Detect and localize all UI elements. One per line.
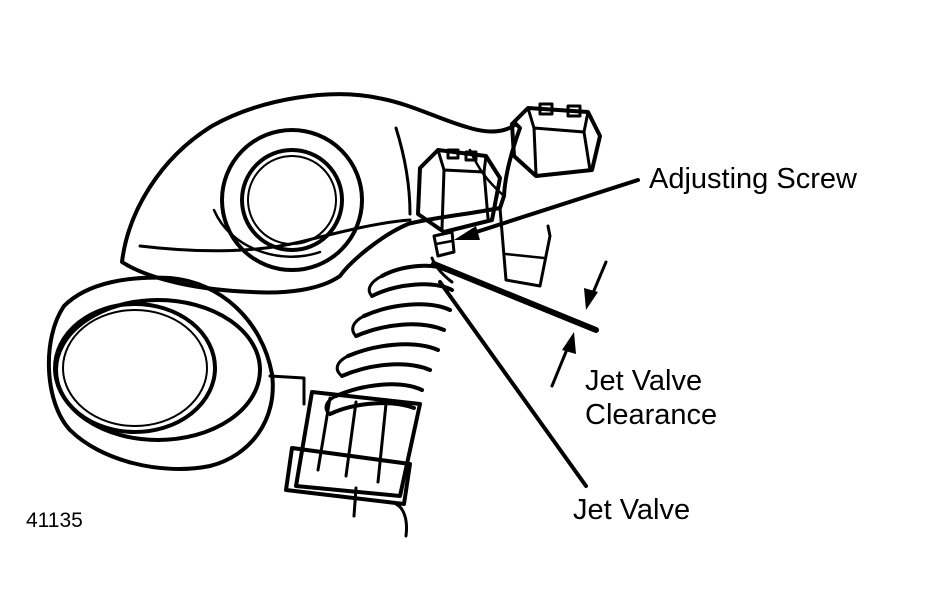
jet-valve-label: Jet Valve <box>573 494 690 526</box>
clearance-dimension <box>550 260 608 388</box>
main-adjusting-nut <box>498 102 602 288</box>
camshaft <box>47 275 306 471</box>
jet-valve-tip <box>430 256 599 333</box>
adjusting-screw-leader <box>454 178 640 240</box>
jet-valve-clearance-label-line1: Jet Valve <box>585 365 702 397</box>
adjusting-screw-label: Adjusting Screw <box>649 163 858 195</box>
valve-spring <box>324 263 454 416</box>
figure-number: 41135 <box>26 509 83 532</box>
rocker-shaft <box>220 128 364 272</box>
valve-guide <box>284 390 422 538</box>
adjusting-screw <box>416 148 502 258</box>
jet-valve-leader <box>438 280 588 488</box>
jet-valve-clearance-label-line2: Clearance <box>585 399 717 431</box>
